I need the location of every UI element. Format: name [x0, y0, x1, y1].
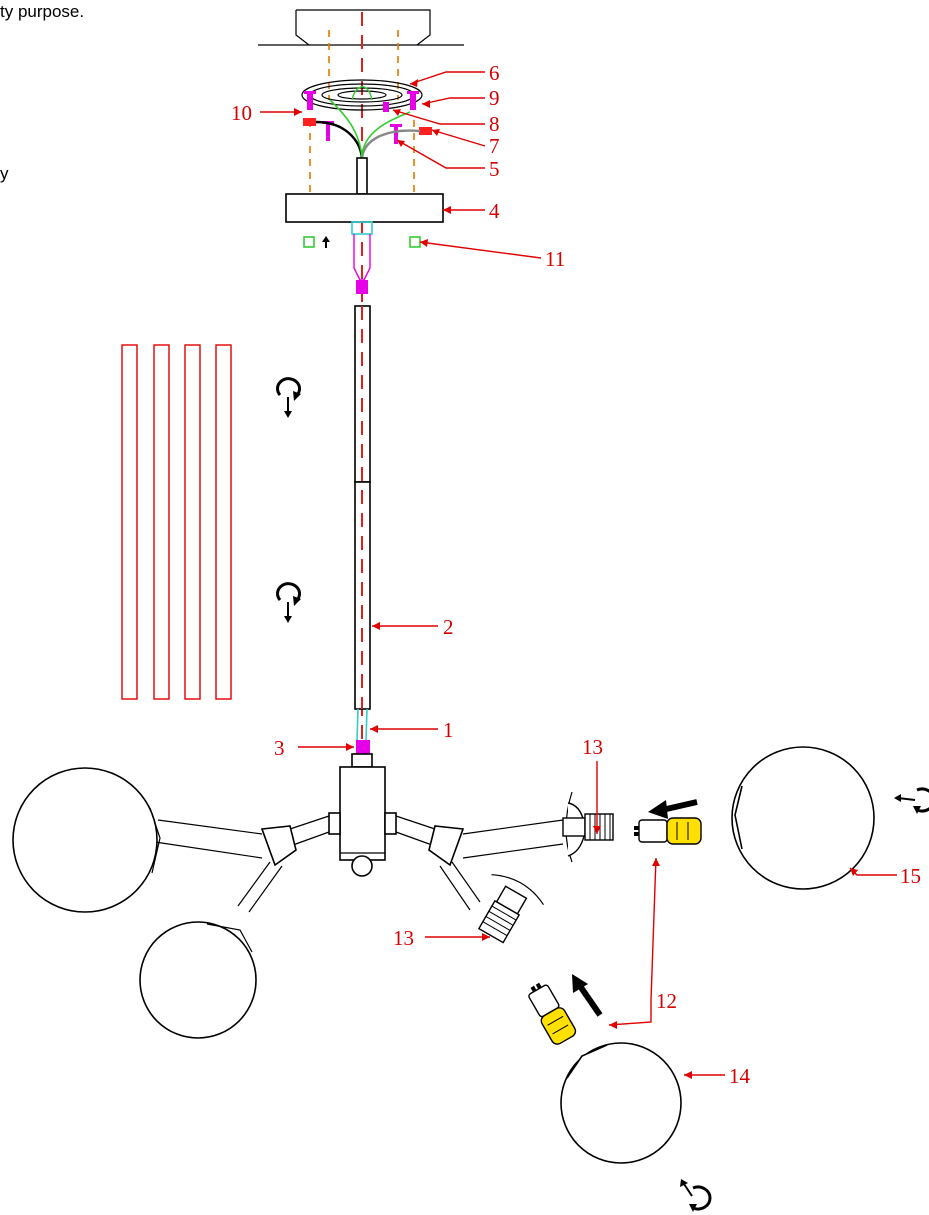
callout-5: 5 [489, 157, 500, 181]
arm-stub [384, 812, 397, 835]
callout-6: 6 [489, 61, 500, 85]
right-arm [395, 815, 564, 911]
callout-9: 9 [489, 86, 500, 110]
instruction-text-fragment-1: ty purpose. [0, 2, 85, 21]
callout-labels: 6 9 8 7 5 4 10 11 2 1 3 13 13 12 14 15 [231, 61, 921, 1088]
insert-arrow-icon [648, 799, 698, 819]
instruction-text-fragment-2: y [0, 164, 9, 183]
callout-14: 14 [729, 1064, 751, 1088]
globe-14 [560, 1042, 682, 1164]
leader-lines [260, 71, 897, 1079]
bulb-lower [528, 982, 577, 1045]
socket-lower [477, 874, 544, 944]
screw [326, 121, 330, 141]
callout-15: 15 [900, 864, 921, 888]
body-cap [351, 753, 373, 768]
spare-extension-rods [121, 344, 232, 700]
fixture-body [339, 766, 386, 861]
rotate-clockwise-icon [276, 377, 301, 418]
left-arm [154, 815, 330, 913]
screw [410, 92, 416, 110]
callout-11: 11 [545, 247, 565, 271]
extension-rod [184, 344, 201, 700]
canopy-fitting [351, 221, 373, 235]
callout-12: 12 [656, 989, 677, 1013]
arm-stub [328, 812, 341, 835]
canopy [285, 193, 444, 223]
callout-10: 10 [231, 101, 252, 125]
globe-left-large [12, 767, 161, 913]
set-screw [303, 236, 315, 248]
callout-8: 8 [489, 112, 500, 136]
bulb-right [634, 817, 702, 845]
callout-4: 4 [489, 199, 500, 223]
arrow-up-icon [322, 236, 330, 248]
callout-13-right: 13 [582, 735, 603, 759]
callout-7: 7 [489, 134, 500, 158]
coupler [356, 740, 370, 754]
connector-top [356, 280, 368, 294]
screw [307, 92, 313, 110]
insert-arrow-icon [572, 974, 603, 1017]
rotate-counterclockwise-icon [894, 787, 929, 814]
cord-stem [356, 157, 368, 195]
globe-15 [731, 746, 875, 890]
screw [394, 124, 398, 144]
callout-13-lower: 13 [393, 926, 414, 950]
extension-rod [215, 344, 232, 700]
callout-3: 3 [274, 736, 285, 760]
wire-connector [419, 127, 432, 135]
callout-2: 2 [443, 615, 454, 639]
extension-rod [153, 344, 170, 700]
body-finial [351, 855, 373, 877]
set-screw [409, 236, 421, 248]
wire-connector [303, 118, 316, 126]
globe-left-small [139, 921, 257, 1039]
rod-connector [356, 708, 368, 741]
callout-1: 1 [443, 718, 454, 742]
rotate-clockwise-icon [276, 582, 301, 623]
extension-rod [121, 344, 138, 700]
junction-box [295, 9, 431, 46]
rotate-counterclockwise-icon [680, 1179, 712, 1212]
socket-right [562, 791, 614, 863]
screw [383, 102, 389, 112]
